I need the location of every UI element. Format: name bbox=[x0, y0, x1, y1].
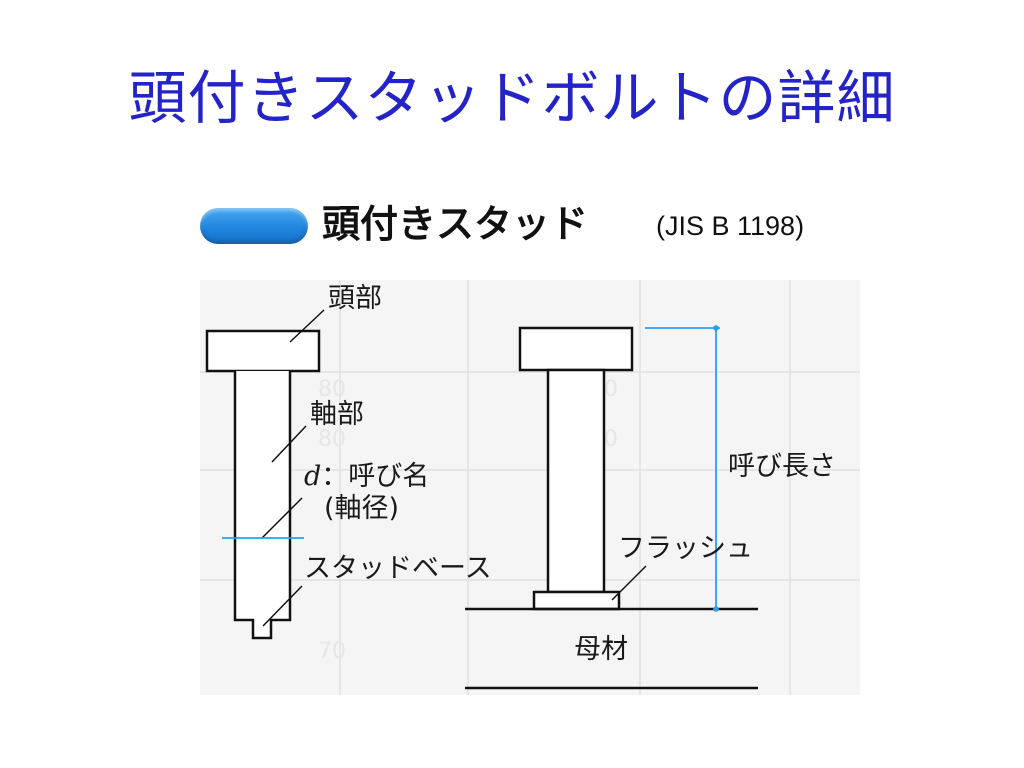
label-stud-base: スタッドベース bbox=[304, 553, 492, 584]
nominal-name-text: ：呼び名 bbox=[321, 461, 430, 492]
standard-reference: (JIS B 1198) bbox=[656, 211, 805, 241]
diagram-area: 80 80 90 90 70 bbox=[200, 280, 860, 695]
left-stud-head bbox=[205, 329, 321, 373]
svg-text:80: 80 bbox=[318, 427, 346, 452]
pill-bullet-icon bbox=[200, 208, 308, 244]
left-stud-shaft bbox=[233, 371, 292, 640]
stud-diagram bbox=[205, 309, 758, 690]
label-head: 頭部 bbox=[328, 283, 382, 314]
flash-ring bbox=[532, 590, 621, 611]
d-symbol: d bbox=[304, 461, 322, 492]
label-shaft: 軸部 bbox=[310, 399, 364, 430]
length-bottom-dot-icon bbox=[713, 606, 719, 612]
slide-title: 頭付きスタッドボルトの詳細 bbox=[128, 64, 896, 132]
label-nominal-length: 呼び長さ bbox=[728, 451, 836, 482]
length-top-dot-icon bbox=[713, 325, 719, 331]
svg-text:80: 80 bbox=[318, 377, 346, 402]
section-heading: 頭付きスタッド (JIS B 1198) bbox=[198, 196, 898, 252]
shaft-leader-line bbox=[271, 425, 307, 463]
label-nominal-name: d：呼び名 bbox=[304, 460, 429, 494]
label-flash: フラッシュ bbox=[618, 533, 753, 564]
flash-leader-line bbox=[611, 565, 647, 601]
right-stud-head bbox=[518, 326, 634, 372]
svg-text:70: 70 bbox=[318, 639, 346, 664]
head-leader-line bbox=[289, 309, 325, 343]
label-shaft-diameter: (軸径) bbox=[324, 493, 400, 524]
stud-base-leader-line bbox=[262, 585, 303, 627]
label-base-material: 母材 bbox=[574, 634, 628, 665]
heading-text: 頭付きスタッド bbox=[322, 202, 589, 246]
right-stud-shaft bbox=[546, 368, 606, 594]
diameter-leader-line bbox=[261, 497, 303, 539]
